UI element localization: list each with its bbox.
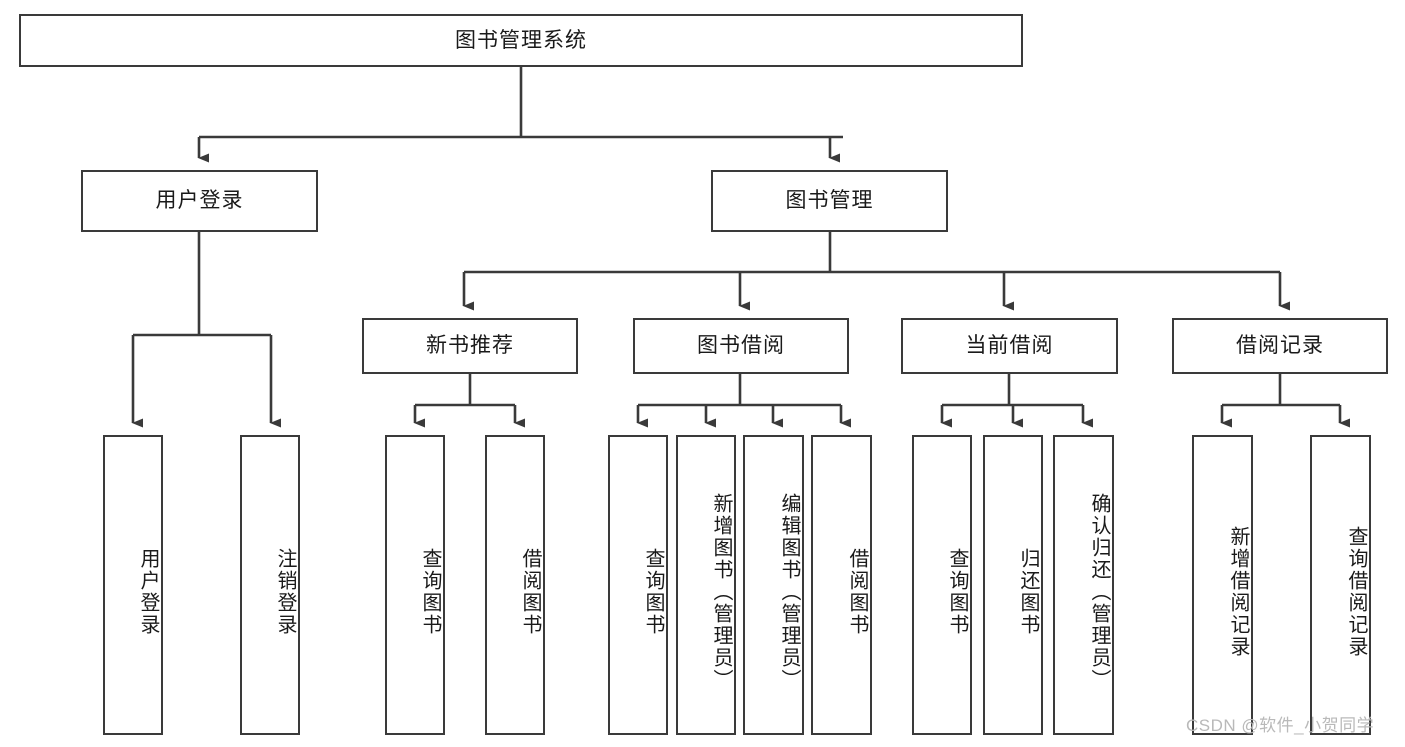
node-leaf-query-book-cb-label: 查询图书 xyxy=(946,548,968,636)
node-user-login-label: 用户登录 xyxy=(155,189,244,213)
node-leaf-query-book-rec-label: 查询图书 xyxy=(419,548,441,636)
node-borrow-record[interactable]: 借阅记录 xyxy=(1172,318,1388,374)
node-book-manage[interactable]: 图书管理 xyxy=(711,170,948,232)
node-leaf-borrow-book-br-label: 借阅图书 xyxy=(846,548,868,636)
node-leaf-borrow-book-rec-label: 借阅图书 xyxy=(519,548,541,636)
node-leaf-logout-label: 注销登录 xyxy=(274,548,296,636)
node-leaf-return-book[interactable]: 归还图书 xyxy=(983,435,1043,735)
node-leaf-add-book[interactable]: 新增图书（管理员） xyxy=(676,435,736,735)
node-leaf-query-record-label: 查询借阅记录 xyxy=(1345,526,1367,658)
watermark: CSDN @软件_小贺同学 xyxy=(1186,716,1375,735)
node-leaf-query-book-cb[interactable]: 查询图书 xyxy=(912,435,972,735)
node-leaf-borrow-book-br[interactable]: 借阅图书 xyxy=(811,435,872,735)
node-leaf-add-record-label: 新增借阅记录 xyxy=(1227,526,1249,658)
node-leaf-return-book-label: 归还图书 xyxy=(1017,548,1039,636)
node-new-book-rec[interactable]: 新书推荐 xyxy=(362,318,578,374)
node-user-login[interactable]: 用户登录 xyxy=(81,170,318,232)
node-borrow-record-label: 借阅记录 xyxy=(1236,334,1324,358)
node-leaf-query-record[interactable]: 查询借阅记录 xyxy=(1310,435,1371,735)
node-leaf-user-login[interactable]: 用户登录 xyxy=(103,435,163,735)
node-leaf-user-login-label: 用户登录 xyxy=(137,548,159,636)
node-leaf-confirm-return[interactable]: 确认归还（管理员） xyxy=(1053,435,1114,735)
node-root-system[interactable]: 图书管理系统 xyxy=(19,14,1023,67)
node-leaf-logout[interactable]: 注销登录 xyxy=(240,435,300,735)
node-leaf-query-book-rec[interactable]: 查询图书 xyxy=(385,435,445,735)
node-book-borrow-label: 图书借阅 xyxy=(697,334,785,358)
node-leaf-edit-book[interactable]: 编辑图书（管理员） xyxy=(743,435,804,735)
node-leaf-add-book-label: 新增图书（管理员） xyxy=(710,493,732,691)
node-current-borrow-label: 当前借阅 xyxy=(965,334,1054,358)
node-leaf-add-record[interactable]: 新增借阅记录 xyxy=(1192,435,1253,735)
node-leaf-query-book-br[interactable]: 查询图书 xyxy=(608,435,668,735)
node-book-borrow[interactable]: 图书借阅 xyxy=(633,318,849,374)
node-new-book-rec-label: 新书推荐 xyxy=(426,334,514,358)
node-root-label: 图书管理系统 xyxy=(455,28,587,52)
node-leaf-confirm-return-label: 确认归还（管理员） xyxy=(1088,493,1110,691)
node-leaf-query-book-br-label: 查询图书 xyxy=(642,548,664,636)
node-leaf-borrow-book-rec[interactable]: 借阅图书 xyxy=(485,435,545,735)
node-leaf-edit-book-label: 编辑图书（管理员） xyxy=(778,493,800,691)
node-current-borrow[interactable]: 当前借阅 xyxy=(901,318,1118,374)
node-book-manage-label: 图书管理 xyxy=(785,189,874,213)
